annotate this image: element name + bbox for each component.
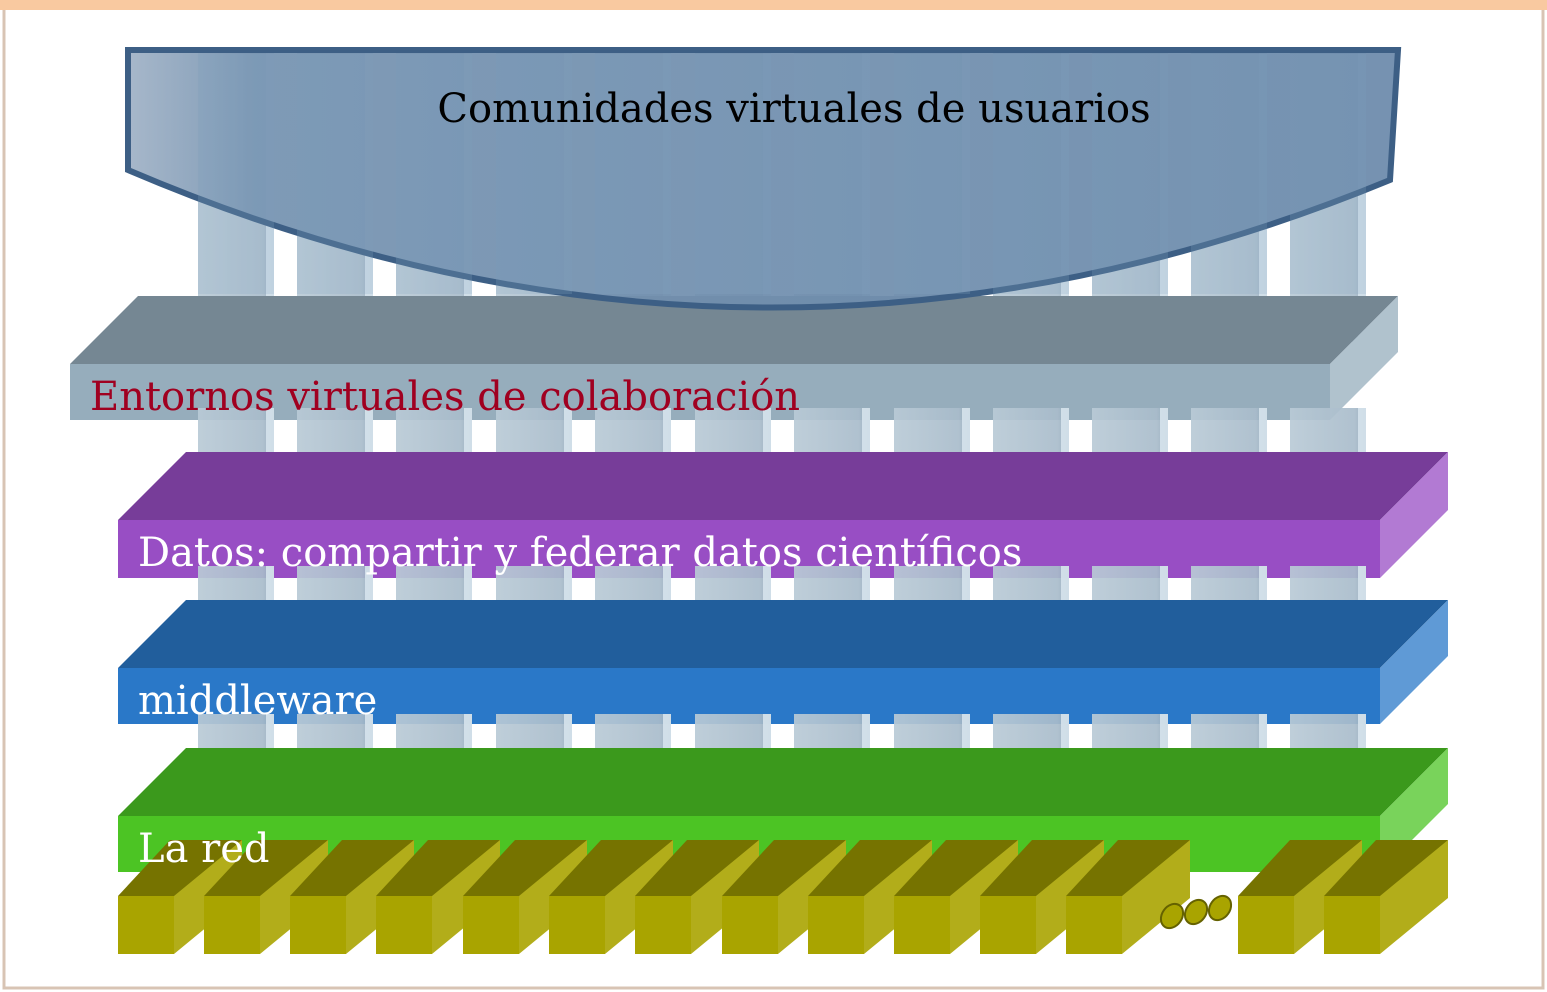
block-top	[204, 840, 328, 896]
layer-collaboration	[70, 296, 1398, 420]
block-top	[635, 840, 759, 896]
ellipsis-dot-1	[1159, 902, 1185, 930]
slab-top	[118, 748, 1448, 816]
block-top	[118, 840, 242, 896]
block-front	[118, 896, 174, 954]
label-middleware: middleware	[138, 678, 377, 724]
block-top	[1324, 840, 1448, 896]
slab-side	[1380, 452, 1448, 578]
block-top	[376, 840, 500, 896]
block-top	[894, 840, 1018, 896]
ellipsis-icon	[1159, 894, 1233, 930]
block-front	[290, 896, 346, 954]
bowl-pillar-8	[894, 54, 970, 294]
block-front	[980, 896, 1036, 954]
slab-side	[1330, 296, 1398, 420]
bowl-pillar-6	[695, 54, 771, 294]
block-top	[290, 840, 414, 896]
ellipsis-dot-3	[1207, 894, 1233, 922]
bowl-pillar-1	[198, 54, 274, 294]
bowl-pillar-10	[1092, 54, 1168, 294]
communities-bowl	[125, 47, 1402, 311]
block-front	[549, 896, 605, 954]
label-communities: Comunidades virtuales de usuarios	[437, 86, 1150, 132]
resource-block-12	[1066, 840, 1190, 954]
bowl-pillar-11	[1191, 54, 1267, 294]
label-collaboration: Entornos virtuales de colaboración	[90, 374, 800, 420]
block-top	[1066, 840, 1190, 896]
block-front	[1238, 896, 1294, 954]
slab-top	[118, 600, 1448, 668]
block-front	[1066, 896, 1122, 954]
pillar-edge	[1358, 48, 1366, 342]
bowl-pillar-9	[993, 54, 1069, 294]
block-front	[204, 896, 260, 954]
slab-side	[1380, 600, 1448, 724]
ellipsis-dot-2	[1183, 898, 1209, 926]
resource-blocks	[118, 840, 1448, 954]
block-front	[1324, 896, 1380, 954]
bowl-pillar-3	[396, 54, 472, 294]
block-front	[808, 896, 864, 954]
bowl-pillar-7	[794, 54, 870, 294]
resource-block-14	[1324, 840, 1448, 954]
block-top	[980, 840, 1104, 896]
label-data: Datos: compartir y federar datos científ…	[138, 530, 1022, 576]
bowl-pillar-5	[595, 54, 671, 294]
layer-communities	[125, 47, 1402, 311]
slab-top	[118, 452, 1448, 520]
block-top	[808, 840, 932, 896]
block-front	[722, 896, 778, 954]
bowl-pillar-2	[297, 54, 373, 294]
block-top	[722, 840, 846, 896]
block-side	[1380, 840, 1448, 954]
block-side	[1122, 840, 1190, 954]
block-front	[635, 896, 691, 954]
block-front	[894, 896, 950, 954]
slab-top	[70, 296, 1398, 364]
bowl-pillar-4	[496, 54, 572, 294]
label-network: La red	[138, 826, 270, 872]
block-top	[1238, 840, 1362, 896]
block-top	[549, 840, 673, 896]
block-top	[463, 840, 587, 896]
bowl-pillar-12	[1290, 54, 1366, 294]
block-front	[463, 896, 519, 954]
block-front	[376, 896, 432, 954]
